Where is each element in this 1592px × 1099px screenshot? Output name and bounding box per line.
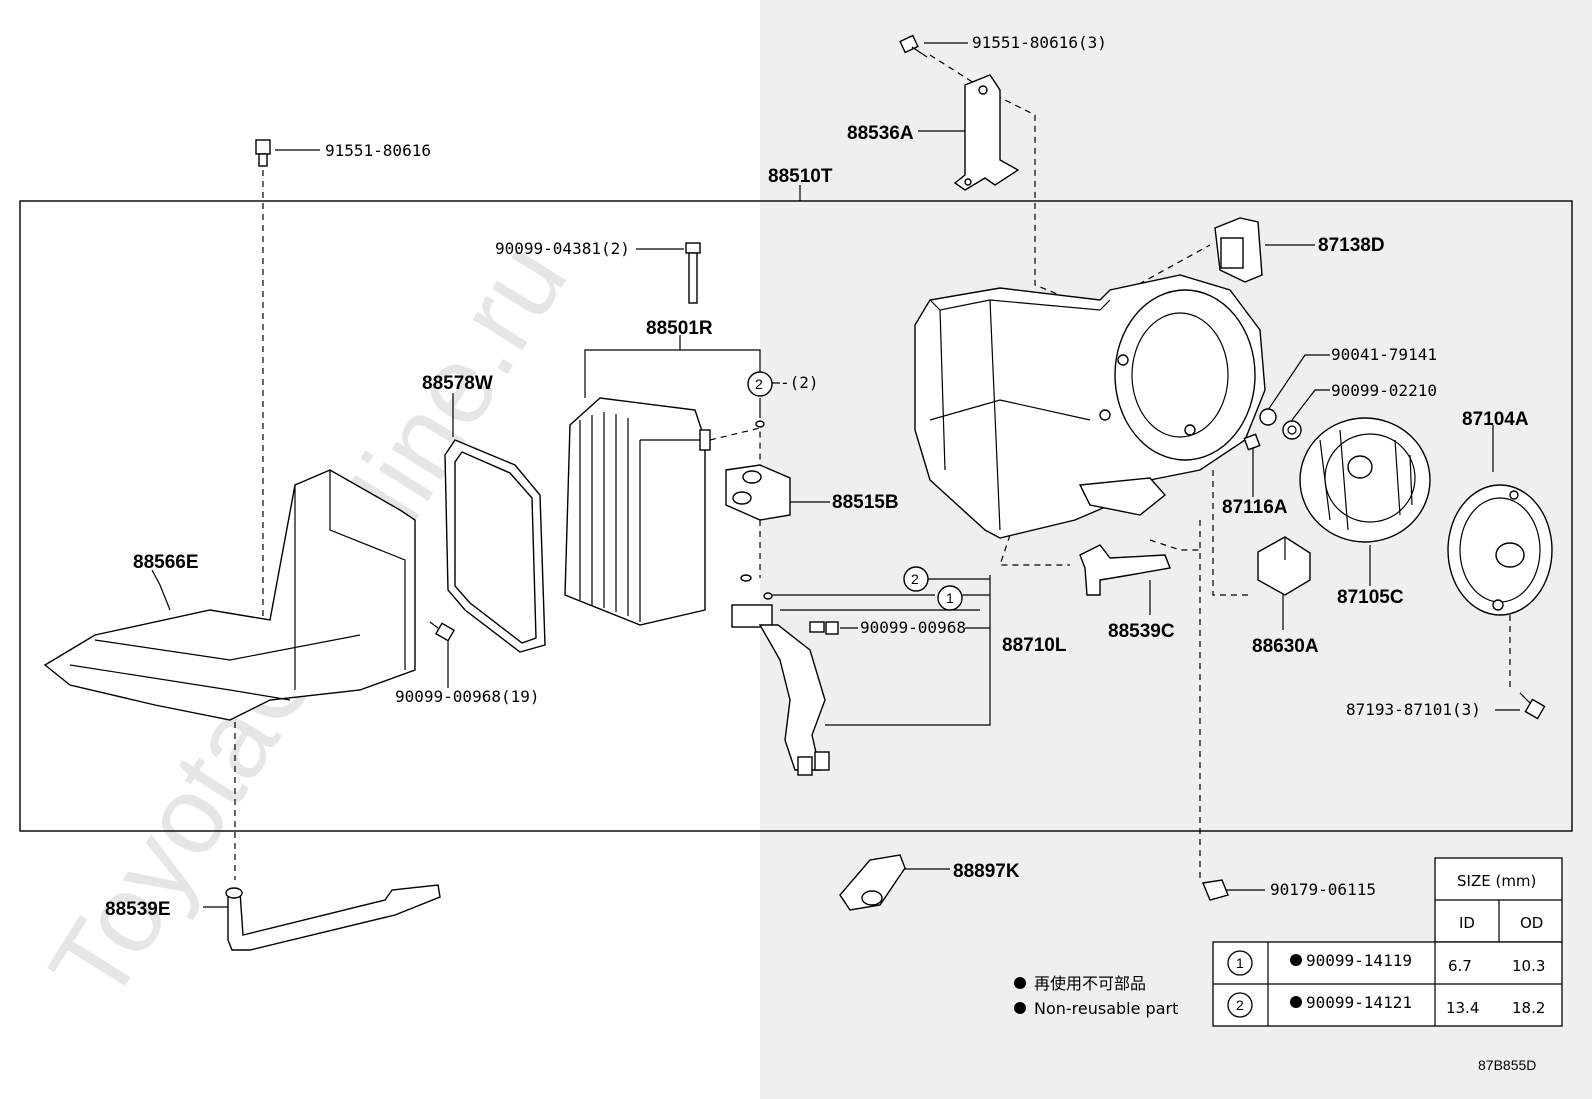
relay-88630A (1257, 536, 1311, 596)
blower-housing (914, 274, 1266, 539)
table-row-part: 90099-14119 (1306, 951, 1412, 970)
assembly-frame (19, 200, 1573, 832)
label-88539E: 88539E (105, 899, 171, 920)
callouts: 2 2 1 (740, 371, 963, 611)
callout-circle-2-mid: 2 (903, 566, 929, 592)
label-88710L: 88710L (1002, 635, 1067, 656)
legend-text-cn: 再使用不可部品 (1034, 974, 1146, 993)
label-90179-06115: 90179-06115 (1270, 880, 1376, 899)
table-row-id: 13.4 (1446, 999, 1479, 1017)
screw-left (429, 621, 456, 642)
label-88515B: 88515B (832, 492, 899, 513)
bolt-long (685, 242, 701, 304)
table-row-part: 90099-14121 (1306, 993, 1412, 1012)
callout-circle-2-top: 2 (747, 371, 773, 397)
screw-mid (825, 621, 839, 635)
leader-lines (151, 42, 1520, 908)
clip-90179-06115 (1202, 879, 1229, 901)
label-90041-79141: 90041-79141 (1331, 345, 1437, 364)
nonreusable-dot (1290, 954, 1302, 966)
legend-dot-cn (1014, 977, 1026, 989)
label-87116A: 87116A (1222, 497, 1288, 518)
nut-90041-79141 (1259, 408, 1277, 426)
label-91551-80616: 91551-80616 (325, 141, 431, 160)
label-88501R: 88501R (646, 318, 713, 339)
bracket-88536A (953, 74, 1020, 191)
legend: 再使用不可部品 Non-reusable part (1014, 974, 1178, 1018)
label-87138D: 87138D (1318, 235, 1385, 256)
label-91551-80616-3: 91551-80616(3) (972, 33, 1107, 52)
table-title: SIZE (mm) (1457, 872, 1536, 890)
resistor-87138D (1214, 217, 1263, 283)
part-labels: 91551-80616(3) 88536A 91551-80616 88510T… (105, 33, 1529, 920)
motor-87104A (1447, 484, 1553, 616)
table-row: 2 90099-14121 13.4 18.2 (1227, 992, 1545, 1018)
label-90099-00968-19: 90099-00968(19) (395, 687, 540, 706)
pad-88897K (839, 854, 906, 911)
label-90099-00968: 90099-00968 (860, 618, 966, 637)
label-87104A: 87104A (1462, 409, 1529, 430)
table-header-id: ID (1459, 914, 1475, 932)
label-88510T: 88510T (768, 166, 833, 187)
size-table: SIZE (mm) ID OD 1 90099-14119 6.7 10.3 2… (1212, 857, 1563, 1027)
callout-circle-1-mid: 1 (937, 585, 963, 611)
fan-87105C (1299, 417, 1431, 543)
pipe-88710L (731, 604, 830, 776)
label-87105C: 87105C (1337, 587, 1404, 608)
label-88578W: 88578W (422, 373, 493, 394)
label-90099-04381-2: 90099-04381(2) (495, 239, 630, 258)
legend-dot-en (1014, 1002, 1026, 1014)
label-88536A: 88536A (847, 123, 914, 144)
svg-text:2: 2 (911, 571, 919, 587)
gasket-88578W (444, 439, 546, 653)
table-row-ref: 1 (1236, 955, 1244, 971)
svg-text:1: 1 (946, 590, 954, 606)
bolt-top-left (255, 139, 271, 167)
hose-88539E (225, 884, 441, 951)
valve-88515B (725, 464, 791, 521)
nonreusable-dot (1290, 996, 1302, 1008)
label-88566E: 88566E (133, 552, 199, 573)
table-row-od: 10.3 (1512, 957, 1545, 975)
label-circle2-qty: -(2) (780, 373, 819, 392)
case-88566E (43, 469, 416, 721)
label-90099-02210: 90099-02210 (1331, 381, 1437, 400)
label-88539C: 88539C (1108, 621, 1175, 642)
clip-87116A (1243, 433, 1261, 451)
label-88897K: 88897K (953, 861, 1020, 882)
screw-87193-87101 (1519, 692, 1546, 720)
diagram-code: 87B855D (1478, 1057, 1536, 1073)
table-row-ref: 2 (1236, 997, 1244, 1013)
table-row-od: 18.2 (1512, 999, 1545, 1017)
nut-90099-02210 (1282, 420, 1302, 440)
svg-text:2: 2 (755, 376, 763, 392)
evaporator-88501R (564, 397, 711, 626)
legend-text-en: Non-reusable part (1034, 999, 1178, 1018)
label-88630A: 88630A (1252, 636, 1319, 657)
table-row-id: 6.7 (1448, 957, 1472, 975)
hose-88539C (1079, 544, 1171, 596)
bolt-top-right (899, 34, 928, 58)
label-87193-87101-3: 87193-87101(3) (1346, 700, 1481, 719)
table-row: 1 90099-14119 6.7 10.3 (1227, 950, 1545, 976)
part-shapes (43, 34, 1553, 951)
table-header-od: OD (1520, 914, 1543, 932)
